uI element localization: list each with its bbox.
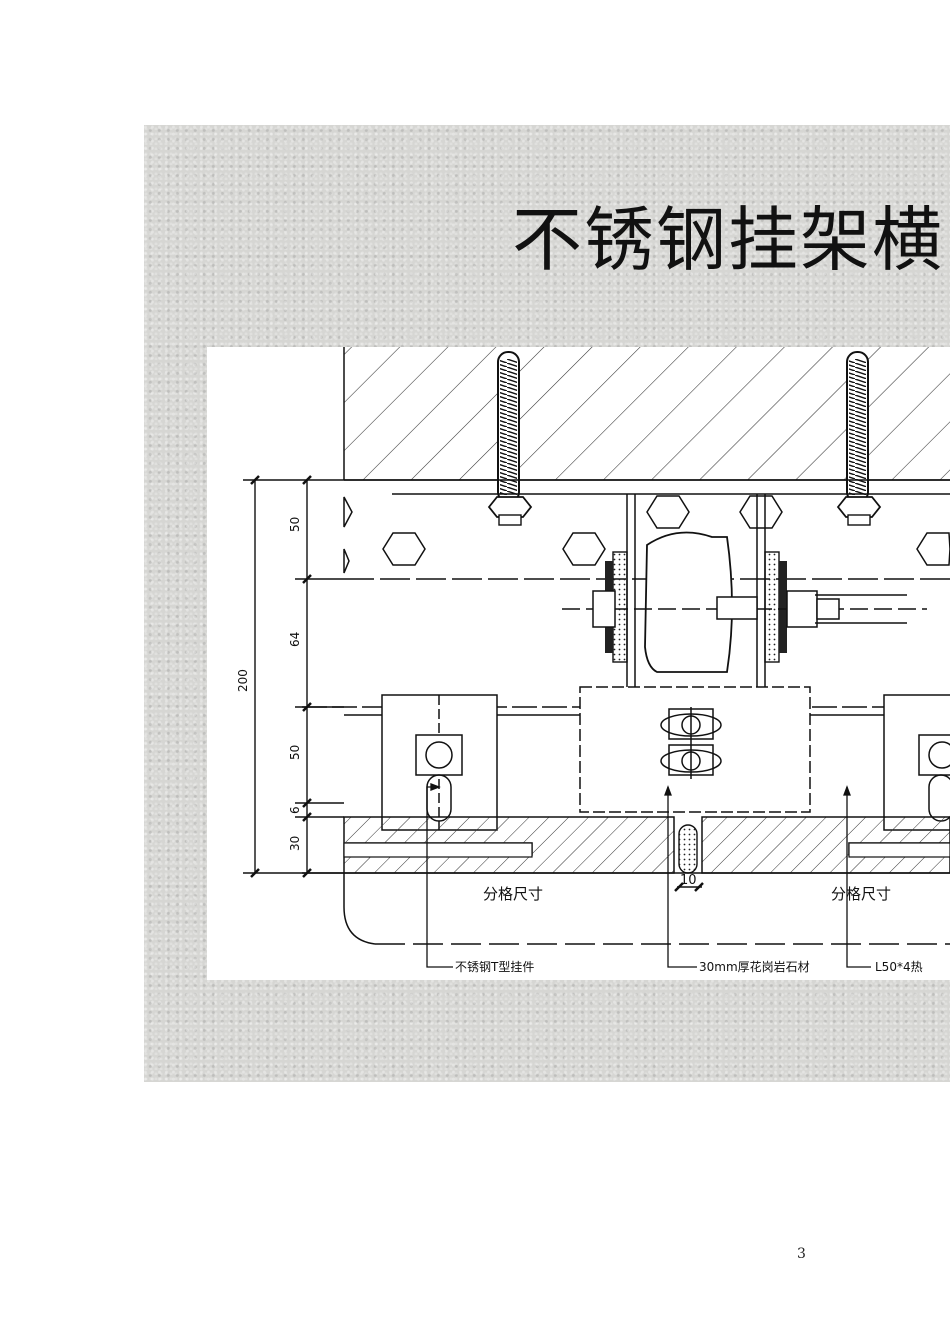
callout-angle: L50*4热 xyxy=(875,960,923,974)
t-hanger-left xyxy=(346,694,533,856)
callout-hanger: 不锈钢T型挂件 xyxy=(455,960,534,974)
dim-10: 10 xyxy=(680,873,697,888)
clamp-assembly xyxy=(605,531,787,673)
dim-6: 6 xyxy=(288,806,302,814)
grid-label-left: 分格尺寸 xyxy=(483,885,543,903)
slide: 不锈钢挂架横 xyxy=(144,125,950,1082)
page-number: 3 xyxy=(797,1246,806,1262)
slide-title: 不锈钢挂架横 xyxy=(512,199,944,281)
granite-panels xyxy=(343,816,950,874)
dim-30: 30 xyxy=(288,836,302,851)
anchor-bolt-left xyxy=(487,351,533,526)
technical-drawing: 50 64 200 50 6 30 10 分格尺寸 分格尺寸 不锈钢T型挂件 xyxy=(207,347,950,980)
dimension-labels: 50 64 200 50 6 30 10 xyxy=(236,517,697,888)
anchor-bolt-right xyxy=(836,351,882,526)
callout-leaders xyxy=(426,783,871,968)
dim-64: 64 xyxy=(288,632,302,647)
dim-50-top: 50 xyxy=(288,517,302,532)
dim-200: 200 xyxy=(236,669,250,692)
dimension-chain xyxy=(243,475,704,892)
callout-granite: 30mm厚花岗岩石材 xyxy=(699,959,810,974)
through-bolt xyxy=(562,590,927,628)
hanger-plate xyxy=(579,686,811,813)
bottom-outline xyxy=(302,872,950,945)
grid-label-right: 分格尺寸 xyxy=(831,885,891,903)
dim-50-mid: 50 xyxy=(288,745,302,760)
steel-channel xyxy=(343,479,950,580)
